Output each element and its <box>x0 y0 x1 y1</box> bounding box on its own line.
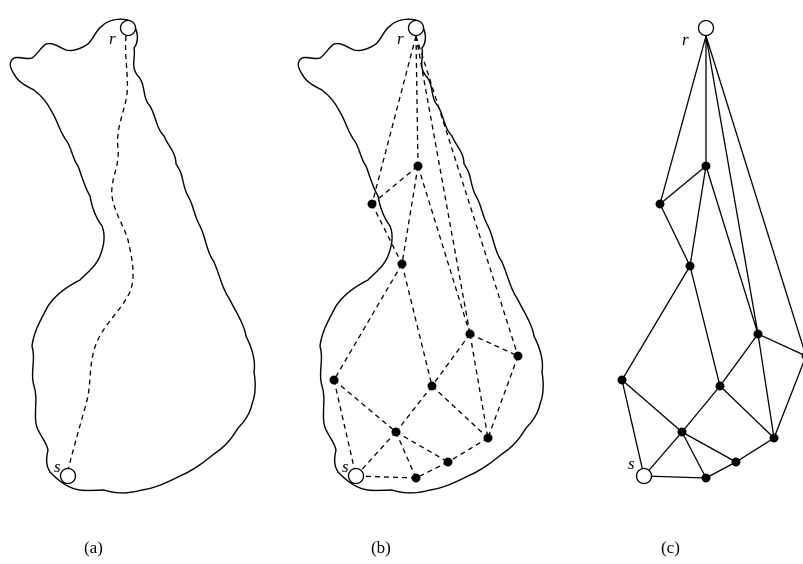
node <box>731 457 741 467</box>
edge <box>719 333 759 387</box>
node <box>443 457 453 467</box>
node <box>513 351 523 361</box>
graph-nodes <box>617 161 803 483</box>
node <box>769 433 779 443</box>
source-label: s <box>628 454 635 473</box>
edge <box>689 265 721 387</box>
edge <box>487 355 519 439</box>
edge <box>735 437 775 463</box>
map-outline <box>297 18 545 494</box>
edge <box>705 461 737 479</box>
source-terminal <box>635 467 653 485</box>
source-label: s <box>342 457 349 476</box>
edge <box>395 431 417 479</box>
panel-caption: (a) <box>84 538 103 557</box>
edge <box>401 165 419 265</box>
edge <box>355 475 417 479</box>
panel-b: s r (b) <box>297 18 545 557</box>
node <box>617 375 627 385</box>
edge <box>643 431 683 477</box>
target-label: r <box>109 29 116 48</box>
dashed-edges <box>333 35 519 479</box>
node <box>427 381 437 391</box>
edge <box>415 35 519 357</box>
edge <box>621 265 691 381</box>
target-terminal <box>119 19 137 37</box>
connection-path <box>67 35 134 471</box>
edge <box>621 379 683 433</box>
edge <box>757 333 775 439</box>
edge <box>371 35 417 205</box>
node <box>329 375 339 385</box>
panel-caption: (b) <box>371 538 391 557</box>
edge <box>431 333 471 387</box>
node <box>411 473 421 483</box>
edge <box>719 385 775 439</box>
edge <box>333 263 403 381</box>
node <box>715 381 725 391</box>
edge <box>659 165 707 205</box>
edge <box>469 333 519 357</box>
edge <box>681 431 707 479</box>
graph-nodes <box>329 161 523 483</box>
edge <box>417 165 471 335</box>
edge <box>431 385 489 439</box>
panel-a: s r (a) <box>9 18 257 557</box>
node <box>413 161 423 171</box>
edge <box>415 35 471 335</box>
edge <box>773 361 803 439</box>
edge <box>401 263 433 387</box>
edge <box>659 203 691 267</box>
edge <box>469 333 489 439</box>
edge <box>395 385 433 433</box>
edge <box>757 333 803 356</box>
edge <box>705 165 759 335</box>
node <box>397 259 407 269</box>
edge <box>621 379 645 477</box>
edge <box>333 379 397 433</box>
map-outline <box>9 18 257 494</box>
edge <box>643 475 707 479</box>
edge <box>333 379 357 477</box>
edge <box>371 203 403 265</box>
source-label: s <box>54 457 61 476</box>
target-label: r <box>397 29 404 48</box>
edge <box>415 35 419 167</box>
node <box>753 329 763 339</box>
node <box>367 199 377 209</box>
node <box>701 473 711 483</box>
edge <box>447 437 489 463</box>
node <box>677 427 687 437</box>
panel-c: s r (c) <box>617 19 803 557</box>
edge <box>371 165 419 205</box>
source-terminal <box>59 467 77 485</box>
target-label: r <box>682 30 689 49</box>
edge <box>705 35 759 335</box>
target-terminal <box>407 19 425 37</box>
panel-caption: (c) <box>661 538 680 557</box>
node <box>391 427 401 437</box>
edge <box>681 431 737 463</box>
node <box>685 261 695 271</box>
edge <box>681 385 721 433</box>
source-terminal <box>347 467 365 485</box>
solid-edges <box>621 35 803 479</box>
edge <box>415 461 449 479</box>
node <box>483 433 493 443</box>
edge <box>705 35 803 349</box>
node <box>655 199 665 209</box>
node <box>465 329 475 339</box>
edge <box>395 431 449 463</box>
target-terminal <box>697 19 715 37</box>
edge <box>689 165 707 267</box>
edge <box>659 35 707 205</box>
node <box>701 161 711 171</box>
edge <box>355 431 397 477</box>
